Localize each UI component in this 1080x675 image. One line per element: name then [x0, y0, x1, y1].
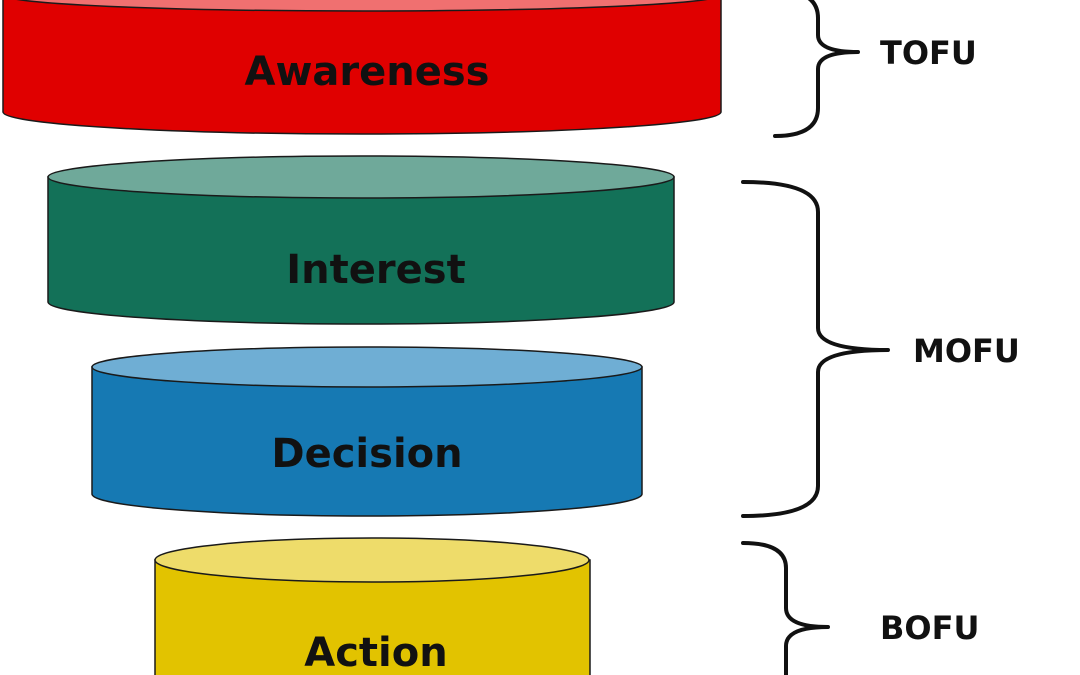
decision-cylinder-side — [91, 366, 643, 517]
segment-mofu: MOFU — [741, 180, 1020, 518]
stage-awareness: Awareness — [2, 0, 722, 135]
interest-cylinder-side — [47, 176, 675, 325]
segment-tofu: TOFU — [773, 0, 977, 138]
awareness-cylinder-side — [2, 0, 722, 135]
awareness-cylinder-top — [15, 0, 709, 12]
bofu-label: BOFU — [880, 609, 979, 647]
interest-label: Interest — [286, 247, 465, 293]
segment-bofu: BOFU — [741, 541, 979, 675]
decision-cylinder-top — [91, 346, 643, 388]
decision-label: Decision — [271, 431, 462, 477]
stage-decision: Decision — [91, 346, 643, 517]
interest-cylinder-top — [47, 155, 675, 199]
action-cylinder-top — [154, 537, 590, 583]
mofu-brace — [741, 180, 890, 518]
awareness-label: Awareness — [245, 49, 490, 95]
action-label: Action — [304, 630, 447, 675]
bofu-brace — [741, 541, 830, 675]
mofu-label: MOFU — [913, 332, 1020, 370]
tofu-brace — [773, 0, 860, 138]
stage-action: Action — [154, 537, 591, 675]
stage-interest: Interest — [47, 155, 675, 325]
tofu-label: TOFU — [880, 34, 977, 72]
